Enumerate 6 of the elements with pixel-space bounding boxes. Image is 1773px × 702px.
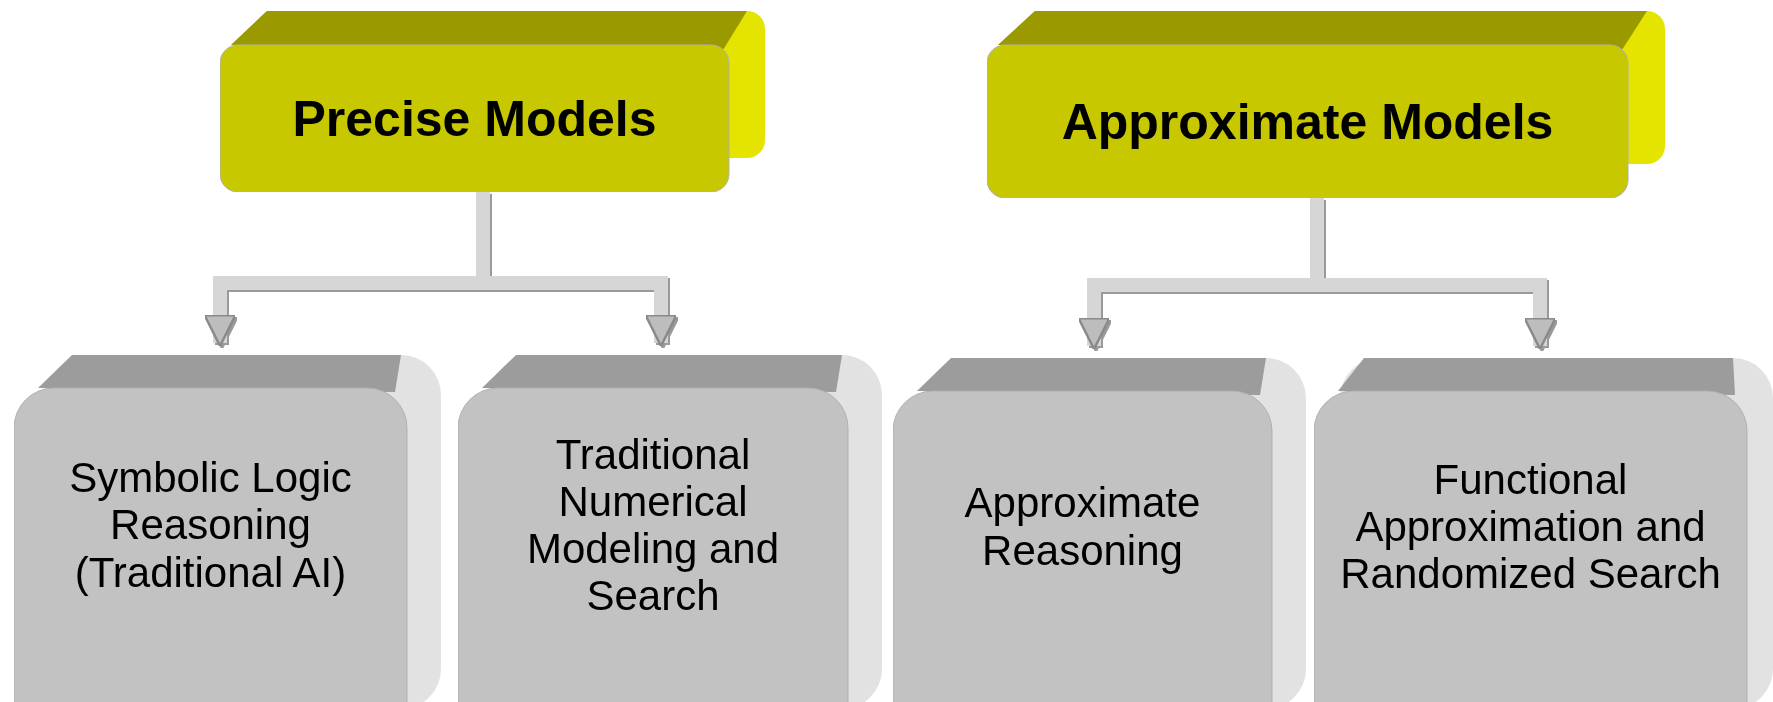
box-label: Functional Approximation and Randomized Search bbox=[1339, 455, 1722, 598]
box-label: Precise Models bbox=[292, 90, 657, 147]
box-label: Approximate Reasoning bbox=[963, 479, 1202, 574]
box-label: Approximate Models bbox=[1061, 93, 1554, 150]
box-label: Traditional Numerical Modeling and Search bbox=[525, 430, 781, 620]
box-label: Symbolic Logic Reasoning (Traditional AI) bbox=[68, 454, 353, 596]
